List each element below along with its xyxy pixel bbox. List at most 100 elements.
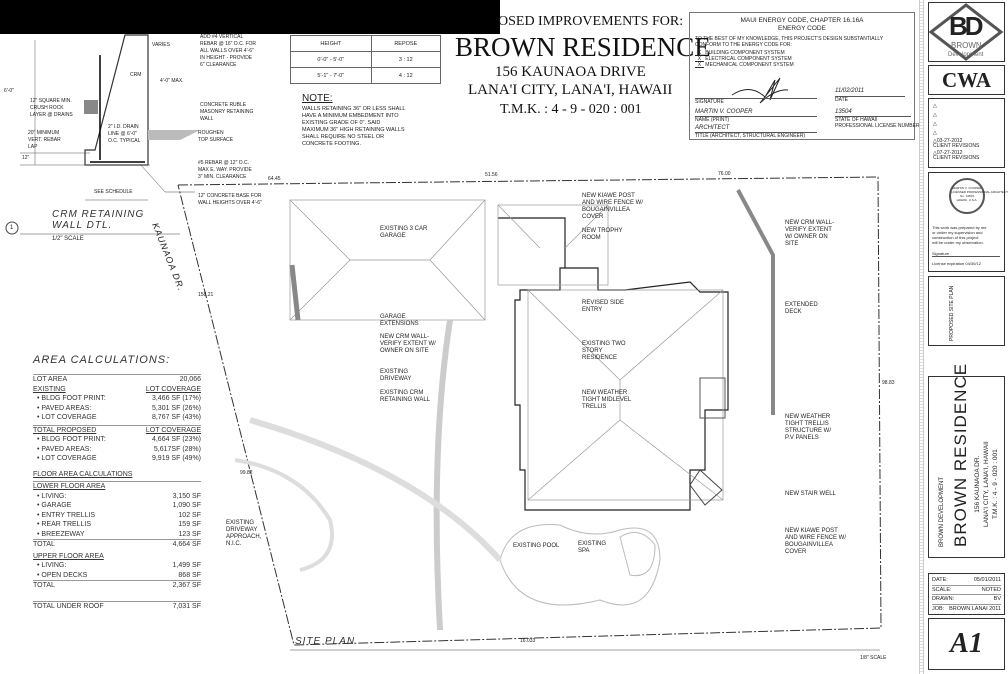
license-label: STATE OF HAWAII PROFESSIONAL LICENSE NUM… xyxy=(835,116,920,129)
revision-entry: △07-27-2012 CLIENT REVISIONS xyxy=(933,150,980,161)
energy-intro: TO THE BEST OF MY KNOWLEDGE, THIS PROJEC… xyxy=(695,36,884,48)
project-address: 156 KAUNAOA DRIVE xyxy=(495,64,646,80)
cell: 4 : 12 xyxy=(370,67,442,84)
date-label: DATE xyxy=(835,96,905,103)
stamp-expiration: License expiration 04/30/12 xyxy=(932,261,981,266)
logo-initials: BD xyxy=(949,11,984,41)
project-tmk: T.M.K. : 4 - 9 - 020 : 001 xyxy=(500,102,642,117)
retaining-wall-detail-drawing xyxy=(5,34,200,235)
site-label: REVISED SIDE ENTRY xyxy=(582,300,625,313)
project-title: BROWN RESIDENCE xyxy=(455,32,711,62)
table-row: 5'-1" - 7'-0"4 : 12 xyxy=(290,67,442,84)
crm-wall xyxy=(736,189,775,415)
note-text: WALLS RETAINING 36" OR LESS SHALL HAVE A… xyxy=(302,106,406,147)
detail-label: 4'-0" MAX. xyxy=(160,78,184,84)
pool xyxy=(499,523,661,606)
project-city: LANA'I CITY, LANA'I, HAWAII xyxy=(468,82,673,98)
firm-logo: CWA xyxy=(928,65,1005,95)
detail-number: 1 xyxy=(10,225,14,231)
architect-seal: MARTIN V. COOPER LICENSED PROFESSIONAL A… xyxy=(949,178,1008,214)
name-label: NAME (PRINT) xyxy=(695,116,817,123)
list-item: X BUILDING COMPONENT SYSTEM xyxy=(697,50,785,56)
improvements-caption: OSED IMPROVEMENTS FOR: xyxy=(498,14,684,29)
residence-outline xyxy=(498,217,729,511)
dimension: 51.56 xyxy=(485,172,498,178)
detail-label: ROUGHEN TOP SURFACE xyxy=(198,130,234,143)
lower-floor-label: LOWER FLOOR AREA xyxy=(33,483,106,490)
list-item: X ELECTRICAL COMPONENT SYSTEM xyxy=(697,56,792,62)
site-label: EXISTING TWO STORY RESIDENCE xyxy=(582,341,626,361)
detail-label: 6'-0" xyxy=(4,88,14,94)
signature-label: SIGNATURE xyxy=(695,98,817,105)
revision-triangle-icon: △ xyxy=(933,112,937,118)
revision-entry: △03-27-2012 CLIENT REVISIONS xyxy=(933,138,980,149)
detail-label: CRM xyxy=(130,72,142,78)
brown-development-logo: BD BROWN Development xyxy=(928,2,1005,62)
dimension: 16.033 xyxy=(520,638,536,644)
site-label: NEW TROPHY ROOM xyxy=(582,228,623,241)
info-row: SCALE:NOTED xyxy=(932,586,1001,595)
table-row: • BLDG FOOT PRINT:3,466 sf (17%) xyxy=(37,395,201,402)
dimension: 98.83 xyxy=(882,380,895,386)
site-label: NEW WEATHER TIGHT TRELLIS STRUCTURE w/ P… xyxy=(785,414,831,441)
note-title: NOTE: xyxy=(302,93,333,104)
site-label: GARAGE EXTENSIONS xyxy=(380,314,419,327)
logo-name: BROWN xyxy=(951,41,982,50)
site-label: EXISTING DRIVEWAY APPROACH, N.I.C. xyxy=(226,520,262,547)
site-label: NEW CRM WALL- VERIFY EXTENT w/ OWNER ON … xyxy=(380,334,436,354)
detail-label: CONCRETE RUBLE MASONRY RETAINING WALL xyxy=(200,102,254,122)
site-label: EXISTING CRM RETAINING WALL xyxy=(380,390,431,403)
detail-label: 12" SQUARE MIN. CRUSH ROCK LAYER @ DRAIN… xyxy=(30,98,73,118)
site-plan-scale: 1/8" SCALE xyxy=(860,655,887,661)
detail-label: 20" MINIMUM VERT. REBAR LAP xyxy=(28,130,61,150)
detail-label: ADD #4 VERTICAL REBAR @ 16" O.C. FOR ALL… xyxy=(200,34,257,68)
trellis xyxy=(699,377,726,419)
detail-scale: 1/2" SCALE xyxy=(52,236,84,242)
site-plan-drawing xyxy=(177,176,882,651)
table-row: • LIVING:3,150 SF xyxy=(37,492,201,500)
detail-label: #5 REBAR @ 12" O.C. MAX E. WAY. PROVIDE … xyxy=(198,160,252,180)
sheet-info: DATE:05/01/2011 SCALE:NOTED DRAWN:BV JOB… xyxy=(928,573,1005,615)
spa xyxy=(619,532,656,577)
revision-triangle-icon: △ xyxy=(933,130,937,136)
info-row: DATE:05/01/2011 xyxy=(932,576,1001,586)
sheet-number: A1 xyxy=(928,618,1005,670)
dimension: 76.00 xyxy=(718,171,731,177)
site-plan-title: SITE PLAN xyxy=(295,636,356,647)
residence-roof xyxy=(497,204,724,501)
revision-triangle-icon: △ xyxy=(933,103,937,109)
site-label: NEW CRM WALL- VERIFY EXTENT w/ OWNER ON … xyxy=(785,220,835,247)
existing-garage-roof xyxy=(289,199,486,321)
site-label: NEW KIAWE POST and WIRE FENCE w/ BOUGAIN… xyxy=(582,193,643,220)
detail-label: 2" I.D. DRAIN LINE @ 6'-0" O.C. TYPICAL xyxy=(108,124,141,144)
site-label: EXISTING DRIVEWAY xyxy=(380,369,412,382)
sheet-title: PROPOSED SITE PLAN xyxy=(949,285,955,341)
revisions-box: △ △ △ △ △03-27-2012 CLIENT REVISIONS △07… xyxy=(928,98,1005,168)
sheet-title-box: PROPOSED SITE PLAN xyxy=(928,276,1005,346)
floor-heading: FLOOR AREA CALCULATIONS xyxy=(33,470,133,478)
site-label: EXISTING POOL xyxy=(513,543,560,549)
site-label: EXISTING 3 CAR GARAGE xyxy=(380,226,428,239)
info-row: JOB:BROWN LANAI 2011 xyxy=(932,605,1001,612)
title-label: TITLE (ARCHITECT, STRUCTURAL ENGINEER) xyxy=(695,132,817,139)
energy-license: 13504 xyxy=(835,109,852,115)
architect-stamp-box: MARTIN V. COOPER LICENSED PROFESSIONAL A… xyxy=(928,172,1008,272)
detail-label: VARIES xyxy=(152,42,170,48)
site-label: NEW STAIR WELL xyxy=(785,491,836,497)
dimension: 64.45 xyxy=(268,176,281,182)
energy-title: MAUI ENERGY CODE, CHAPTER 16.16A ENERGY … xyxy=(740,17,864,32)
project-box: BROWN DEVELOPMENT BROWN RESIDENCE 156 KA… xyxy=(928,363,1005,558)
